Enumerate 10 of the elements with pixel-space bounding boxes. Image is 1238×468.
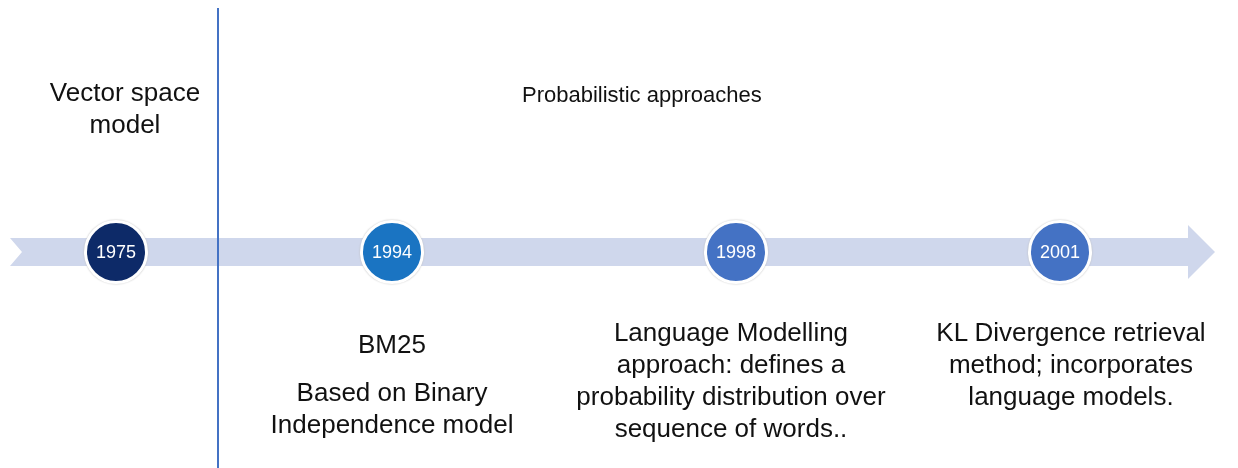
year-circle: 1998 [704,220,768,284]
milestone-description: Vector space model [48,76,202,140]
milestone-description: KL Divergence retrieval method; incorporates language models. [935,316,1207,412]
milestone-description: Language Modelling approach: defines a probability distribution over sequence of words.. [575,316,887,444]
era-label: Probabilistic approaches [522,82,762,108]
milestone-description: Based on Binary Independence model [269,376,515,440]
year-circle: 2001 [1028,220,1092,284]
milestone-description: BM25 [357,328,427,360]
year-circle: 1975 [84,220,148,284]
year-circle: 1994 [360,220,424,284]
